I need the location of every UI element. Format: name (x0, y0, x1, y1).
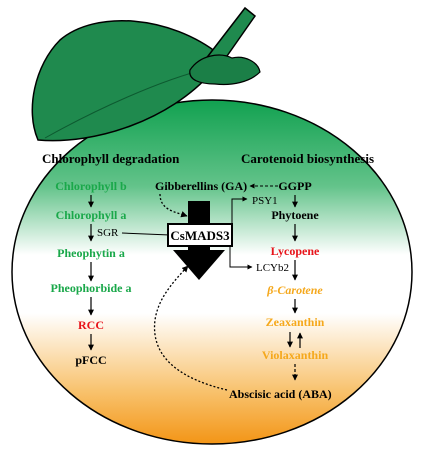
leaf (31, 19, 221, 142)
car-step-0: GGPP (278, 179, 311, 193)
car-step-3: β-Carotene (266, 283, 323, 297)
car-step-1: Phytoene (271, 208, 319, 222)
psy1-label: PSY1 (252, 195, 278, 207)
csmads-to-lcyb2-arrow (229, 247, 253, 270)
sgr-link (121, 232, 171, 236)
car-step-5: Violaxanthin (262, 348, 329, 362)
csmads-to-psy1-arrow (231, 196, 248, 230)
aba-to-csmads-arrow (153, 265, 228, 391)
fruit-body (11, 99, 413, 445)
chl-step-2: Pheophytin a (57, 246, 125, 260)
calyx (189, 54, 261, 86)
ga-label: Gibberellins (GA) (155, 179, 247, 193)
regulator-arrowhead (173, 250, 225, 280)
car-step-2: Lycopene (271, 244, 320, 258)
regulator-label: CsMADS3 (170, 228, 230, 243)
csmads3-regulator: CsMADS3 (167, 201, 233, 280)
car-step-4: Zeaxanthin (266, 315, 325, 329)
regulator-box (167, 223, 233, 247)
lcyb2-label: LCYb2 (256, 262, 289, 274)
sgr-label: SGR (97, 227, 119, 239)
chl-step-3: Pheophorbide a (50, 281, 131, 295)
left-title: Chlorophyll degradation (42, 151, 180, 166)
chlorophyll-pathway: Chlorophyll b Chlorophyll a Pheophytin a… (50, 179, 171, 367)
chl-step-5: pFCC (75, 353, 106, 367)
chl-step-0: Chlorophyll b (55, 179, 127, 193)
chl-step-4: RCC (78, 318, 104, 332)
right-title: Carotenoid biosynthesis (241, 151, 374, 166)
chl-step-1: Chlorophyll a (56, 208, 127, 222)
carotenoid-pathway: GGPP Phytoene Lycopene β-Carotene Zeaxan… (252, 179, 329, 381)
aba-label: Abscisic acid (ABA) (229, 387, 332, 401)
